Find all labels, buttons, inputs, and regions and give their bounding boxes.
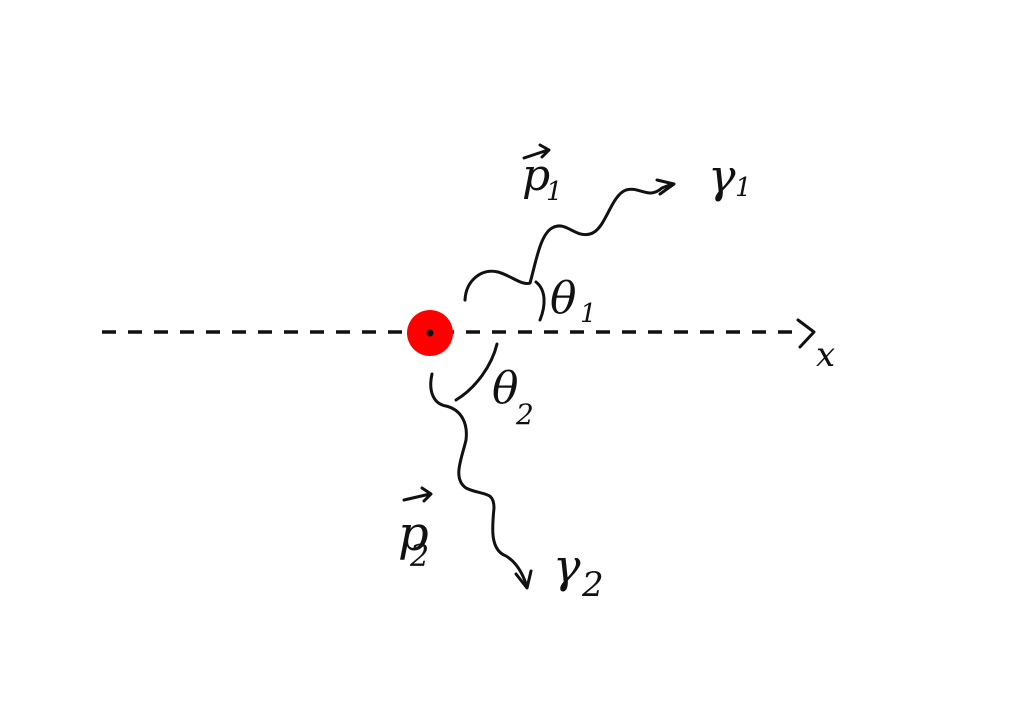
theta-2-label: θ — [492, 363, 519, 414]
momentum-2-vector-arrow — [402, 486, 433, 503]
x-axis-arrowhead — [796, 318, 816, 349]
x-axis-label: x — [816, 335, 835, 375]
angle-1-sweep — [534, 280, 546, 322]
angle-2-arc — [454, 342, 499, 402]
momentum-1-label: p — [522, 150, 550, 201]
momentum-1-vector-arrow — [522, 143, 551, 160]
particle-center-dot — [426, 329, 434, 337]
momentum-2-index: 2 — [409, 539, 429, 574]
gamma-2-index: 2 — [581, 565, 604, 605]
gamma-1-index: 1 — [735, 173, 752, 203]
angle-1-arc — [463, 269, 532, 302]
momentum-1-index: 1 — [546, 177, 563, 207]
theta-1-index: 1 — [580, 299, 597, 329]
theta-1-label: θ — [550, 273, 577, 324]
gamma-1-label: γ — [708, 149, 736, 203]
photon-1-arrowhead — [655, 178, 676, 196]
gamma-2-label: γ — [553, 539, 581, 593]
photon-1-wave — [528, 182, 674, 285]
photon-2-arrowhead — [514, 569, 533, 590]
photon-2-wave — [429, 372, 528, 586]
theta-2-index: 2 — [515, 398, 534, 431]
momentum-2-label: p — [398, 506, 429, 562]
